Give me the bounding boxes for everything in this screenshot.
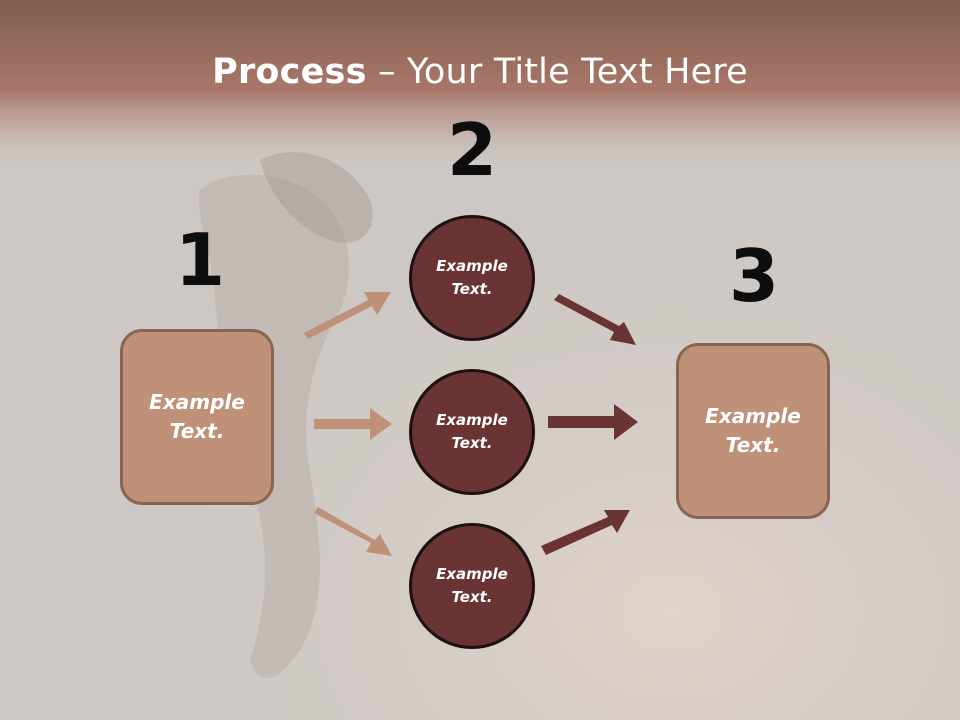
step-number-1: 1 bbox=[174, 218, 226, 302]
title-rest: – Your Title Text Here bbox=[366, 52, 748, 92]
step-1-text: Example Text. bbox=[149, 390, 245, 443]
step-2-circle-top: Example Text. bbox=[409, 215, 535, 341]
step-3-text: Example Text. bbox=[705, 404, 801, 457]
arrow-right-mid bbox=[548, 404, 638, 440]
step-number-3: 3 bbox=[728, 234, 780, 318]
step-3-box: Example Text. bbox=[676, 343, 830, 519]
step-number-2: 2 bbox=[446, 108, 498, 192]
slide-title: Process – Your Title Text Here bbox=[0, 52, 960, 92]
step-1-box: Example Text. bbox=[120, 329, 274, 505]
circle-top-text: Example Text. bbox=[436, 257, 508, 298]
step-2-circle-bottom: Example Text. bbox=[409, 523, 535, 649]
arrow-left-down bbox=[314, 507, 392, 556]
circle-middle-text: Example Text. bbox=[436, 411, 508, 452]
title-bold: Process bbox=[212, 52, 367, 92]
arrow-left-mid bbox=[314, 408, 392, 440]
arrow-right-up bbox=[541, 510, 630, 555]
step-2-circle-middle: Example Text. bbox=[409, 369, 535, 495]
arrow-left-up bbox=[304, 292, 391, 339]
arrow-right-down bbox=[554, 294, 636, 345]
circle-bottom-text: Example Text. bbox=[436, 565, 508, 606]
